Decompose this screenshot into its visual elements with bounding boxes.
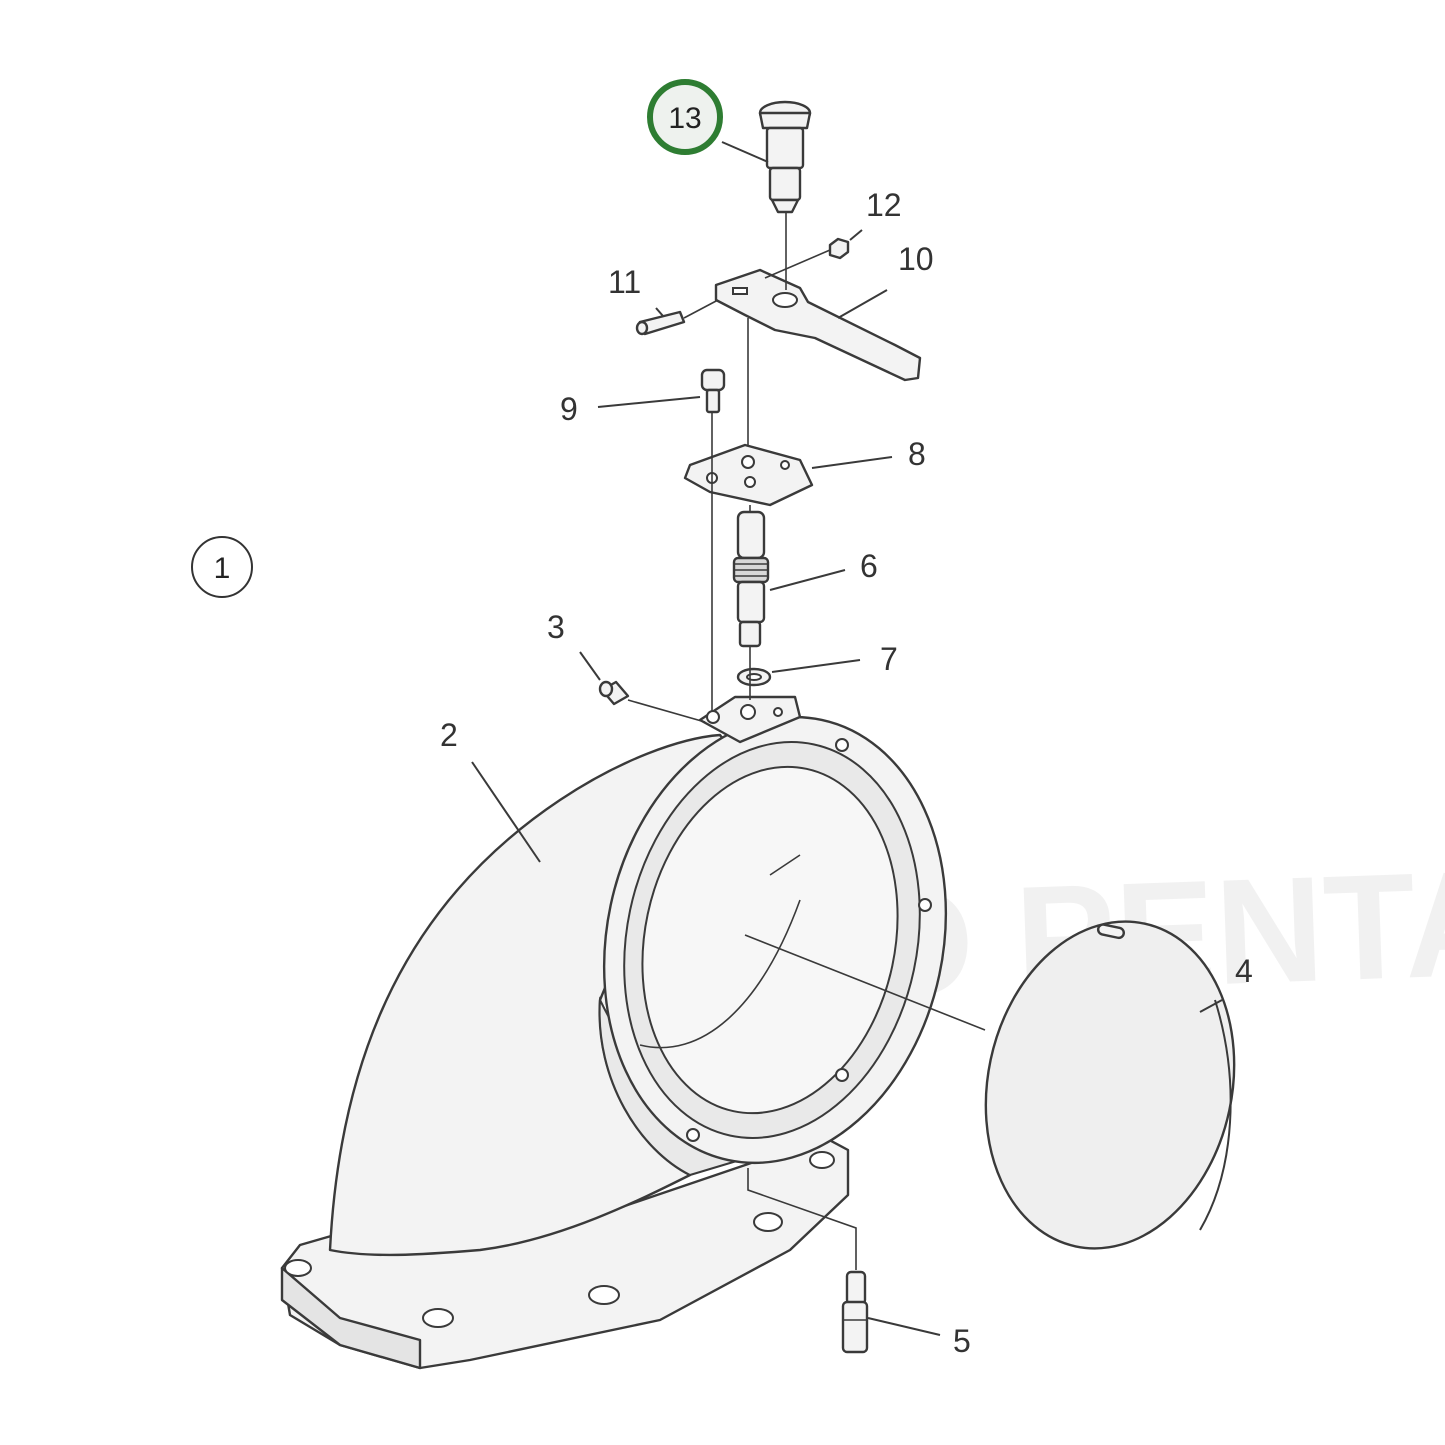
callout-12: 12: [866, 187, 902, 223]
leader-line-7: [771, 659, 861, 673]
axis-line-12: [764, 249, 831, 279]
leader-line-12: [849, 229, 863, 241]
leader-line-9: [597, 396, 701, 408]
shaft-part[interactable]: [732, 510, 770, 648]
bottom-pin-part[interactable]: [841, 1270, 869, 1354]
axis-line-4: [744, 934, 986, 1031]
leader-line-13: [721, 141, 769, 163]
axis-line-3: [627, 699, 706, 723]
grease-nipple-part[interactable]: [598, 680, 630, 706]
washer-part[interactable]: [736, 667, 772, 687]
leader-line-6: [769, 569, 846, 591]
callout-5: 5: [953, 1323, 971, 1359]
locking-plunger-part[interactable]: [758, 100, 812, 214]
callout-11: 11: [608, 264, 641, 300]
callout-13-label: 13: [668, 102, 701, 135]
callout-13-highlighted[interactable]: 13: [647, 79, 723, 155]
leader-line-4: [1199, 999, 1223, 1013]
clamp-screw-part[interactable]: [635, 310, 686, 336]
callout-8: 8: [908, 436, 926, 472]
elbow-housing-part[interactable]: [280, 685, 986, 1370]
cap-screw-part[interactable]: [700, 368, 726, 414]
callout-2: 2: [440, 717, 458, 753]
leader-line-5: [867, 1317, 941, 1336]
callout-6: 6: [860, 548, 878, 584]
leader-line-10: [837, 289, 888, 319]
axis-line-11: [683, 299, 719, 319]
nut-part[interactable]: [828, 237, 850, 260]
callout-7: 7: [880, 641, 898, 677]
leader-line-8: [811, 456, 893, 469]
leader-line-3: [579, 651, 601, 681]
callout-10: 10: [898, 241, 934, 277]
assembly-label-text: 1: [214, 552, 231, 585]
callout-3: 3: [547, 609, 565, 645]
valve-disc-part[interactable]: [956, 898, 1263, 1272]
callout-4: 4: [1235, 953, 1253, 989]
axis-line-5: [747, 1168, 857, 1270]
assembly-label: 1: [191, 536, 253, 598]
lever-handle-part[interactable]: [714, 268, 922, 382]
callout-9: 9: [560, 391, 578, 427]
leader-line-11: [655, 307, 664, 317]
leader-line-2: [471, 761, 541, 863]
bearing-plate-part[interactable]: [683, 443, 814, 507]
